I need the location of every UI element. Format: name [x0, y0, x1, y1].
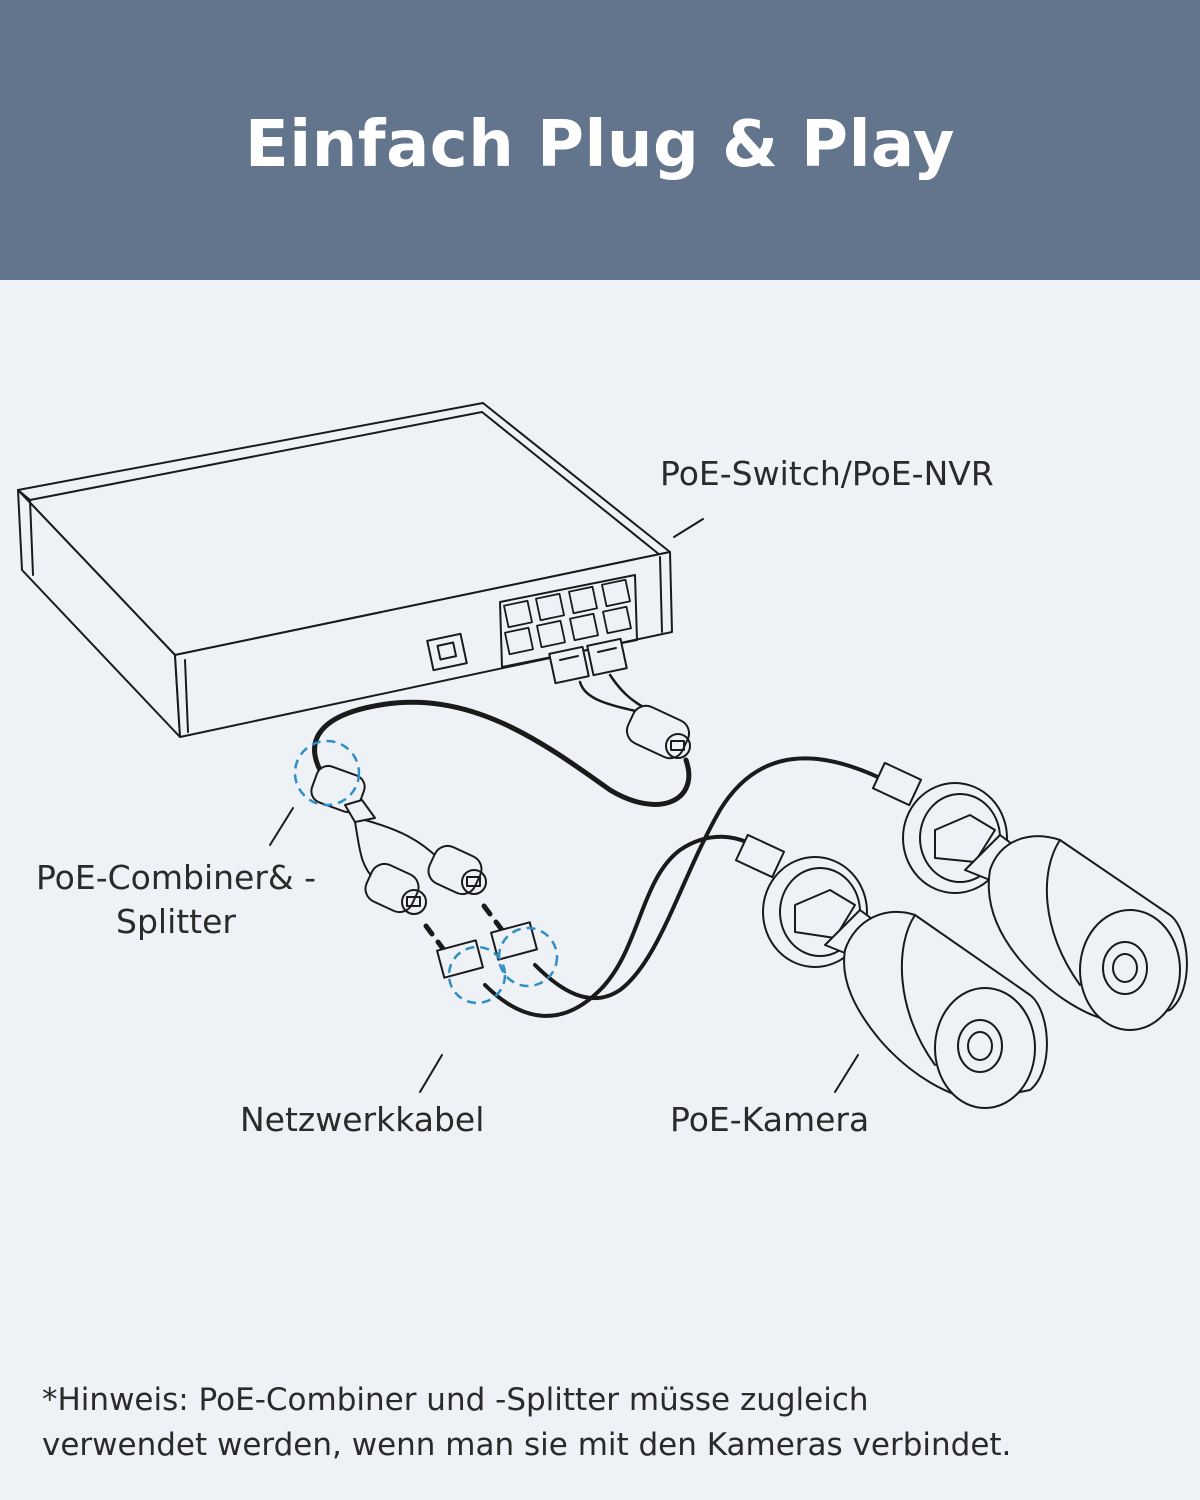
network-cable-icon: [312, 699, 692, 807]
label-combiner-line1: PoE-Combiner& -: [35, 858, 317, 897]
label-network-cable: Netzwerkkabel: [240, 1100, 485, 1139]
label-combiner-line2: Splitter: [116, 902, 236, 941]
poe-splitter-icon: [310, 764, 487, 915]
connection-diagram: [17, 402, 1188, 1109]
footnote-line2: verwendet werden, wenn man sie mit den K…: [42, 1427, 1012, 1463]
highlight-circles: [293, 739, 559, 1005]
footnote: *Hinweis: PoE-Combiner und -Splitter müs…: [42, 1378, 1192, 1468]
switch-ports: [503, 578, 632, 656]
bullet-camera-icon: [902, 782, 1188, 1031]
poe-switch-icon: [17, 402, 673, 738]
label-poe-switch: PoE-Switch/PoE-NVR: [660, 454, 994, 493]
footnote-line1: *Hinweis: PoE-Combiner und -Splitter müs…: [42, 1382, 869, 1418]
page-title: Einfach Plug & Play: [245, 108, 955, 182]
header-banner: Einfach Plug & Play: [0, 0, 1200, 280]
poe-combiner-icon: [625, 704, 691, 760]
label-poe-camera: PoE-Kamera: [670, 1100, 870, 1139]
label-poe-combiner-splitter: PoE-Combiner& - Splitter: [16, 856, 336, 944]
bullet-camera-icon: [762, 856, 1048, 1109]
